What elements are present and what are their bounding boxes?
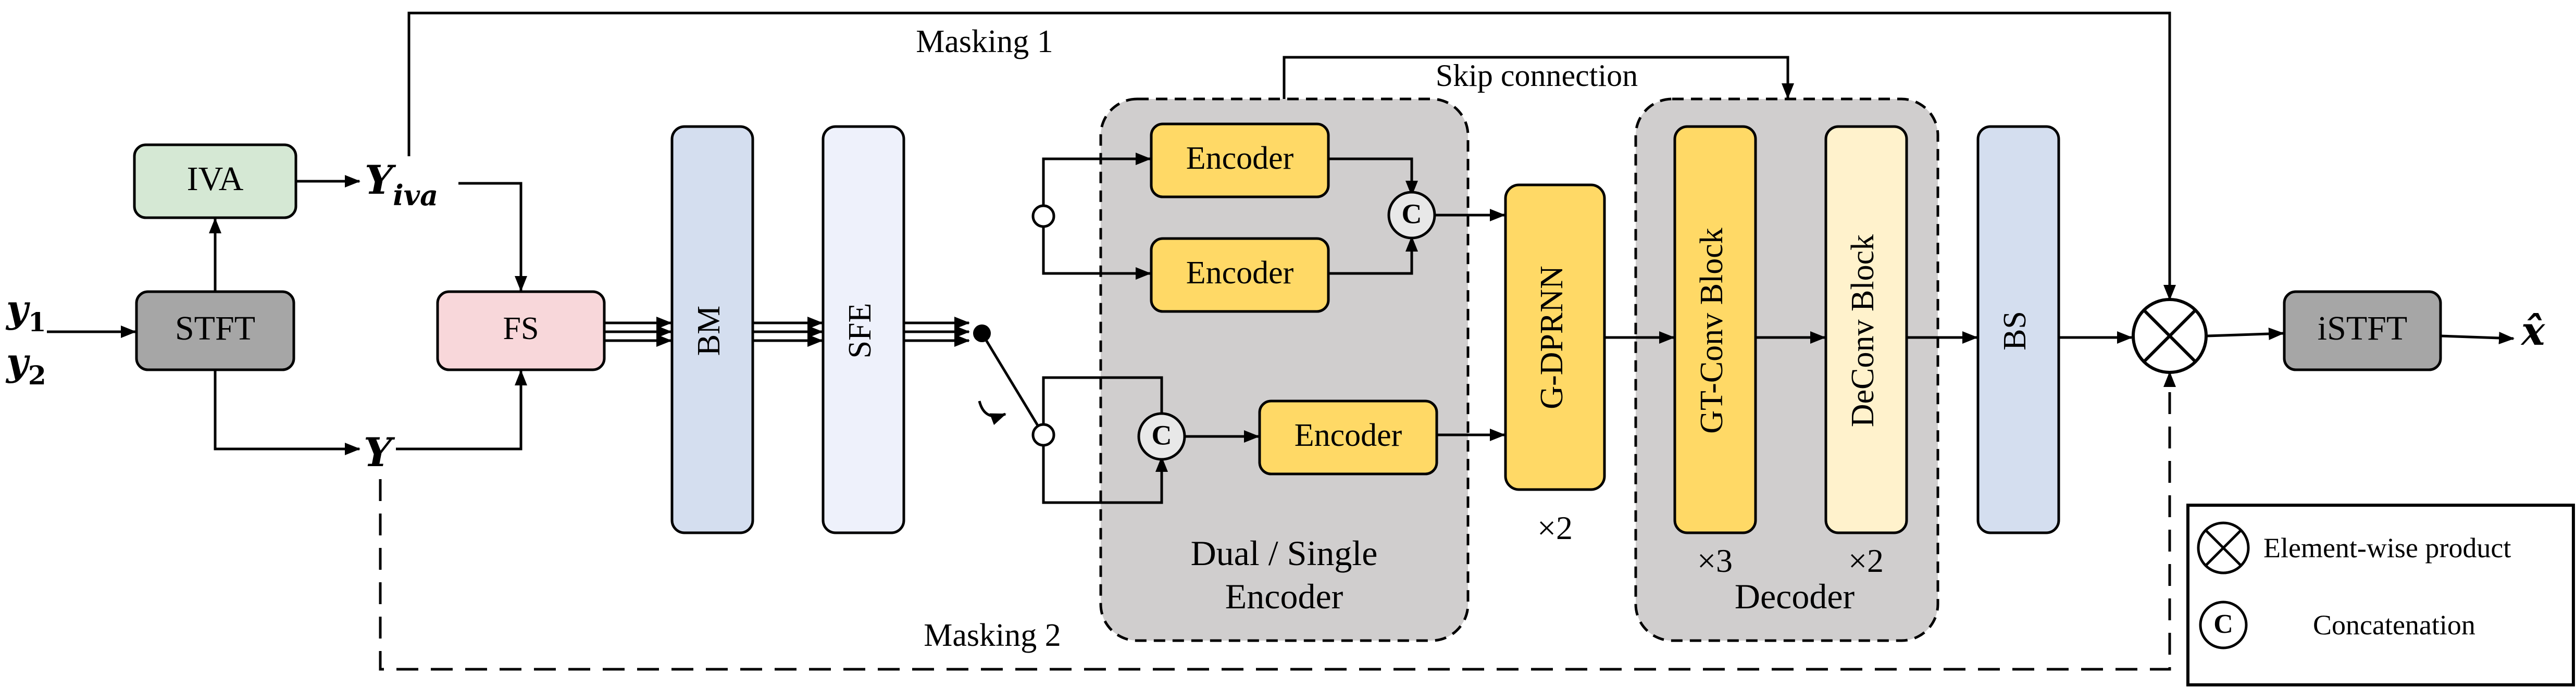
svg-text:C: C <box>1402 198 1422 229</box>
bs-label: BS <box>1997 311 2033 351</box>
deconv-repeat: ×2 <box>1848 542 1884 579</box>
encoder-label-mid: Encoder <box>1186 255 1294 291</box>
switch-contact-bottom <box>1031 423 1055 447</box>
switch-pivot <box>973 324 991 342</box>
legend-product-label: Element-wise product <box>2263 532 2511 564</box>
istft-label: iSTFT <box>2318 309 2407 347</box>
encoder-group-label-1: Dual / Single <box>1191 533 1378 573</box>
concat-node-bottom: C <box>1137 412 1186 461</box>
gdprnn-repeat: ×2 <box>1537 509 1573 546</box>
svg-text:Yiva: Yiva <box>365 157 438 212</box>
svg-text:C: C <box>2213 609 2233 639</box>
connections <box>47 11 2515 671</box>
encoder-group-label-2: Encoder <box>1225 577 1343 616</box>
legend: Element-wise product C Concatenation <box>2186 504 2575 686</box>
svg-text:C: C <box>1152 419 1172 451</box>
encoder-group <box>1099 97 1470 642</box>
legend-product-icon <box>2197 521 2250 574</box>
skip-connection-label: Skip connection <box>1436 58 1638 93</box>
bm-label: BM <box>691 306 727 356</box>
output-x-hat: x̂ <box>2520 308 2546 354</box>
istft-block <box>2283 290 2442 371</box>
gtconv-block <box>1673 125 1757 534</box>
input-y2: y2 <box>5 340 46 391</box>
fs-label: FS <box>503 311 539 346</box>
encoder-block-mid <box>1150 237 1330 313</box>
sfe-block <box>822 125 905 534</box>
masking2-label: Masking 2 <box>924 618 1061 653</box>
svg-text:y1: y1 <box>5 286 46 337</box>
switch-contact-top <box>1031 204 1055 228</box>
decoder-group-label: Decoder <box>1735 577 1855 616</box>
masking1-label: Masking 1 <box>916 24 1053 59</box>
signal-y: Y <box>364 429 395 476</box>
elementwise-product-node <box>2132 298 2208 374</box>
bm-block <box>670 125 754 534</box>
deconv-label: DeConv Block <box>1845 234 1881 427</box>
gdprnn-label: G-DPRNN <box>1534 266 1570 409</box>
encoder-label-bottom: Encoder <box>1295 418 1402 453</box>
bs-block <box>1976 125 2060 534</box>
legend-concat-icon: C <box>2199 601 2248 649</box>
iva-label: IVA <box>187 160 244 198</box>
legend-concat-label: Concatenation <box>2313 609 2475 641</box>
concat-node-top: C <box>1387 191 1436 240</box>
signal-y-iva: Yiva <box>365 157 438 212</box>
gtconv-repeat: ×3 <box>1697 542 1733 579</box>
sfe-label: SFE <box>842 303 878 359</box>
gtconv-label: GT-Conv Block <box>1694 228 1729 434</box>
deconv-block <box>1824 125 1908 534</box>
svg-text:y2: y2 <box>5 340 46 391</box>
input-y1: y1 <box>5 286 46 337</box>
encoder-label-top: Encoder <box>1186 141 1294 176</box>
encoder-block-bottom <box>1258 399 1438 476</box>
stft-label: STFT <box>175 309 255 347</box>
encoder-block-top <box>1150 122 1330 198</box>
